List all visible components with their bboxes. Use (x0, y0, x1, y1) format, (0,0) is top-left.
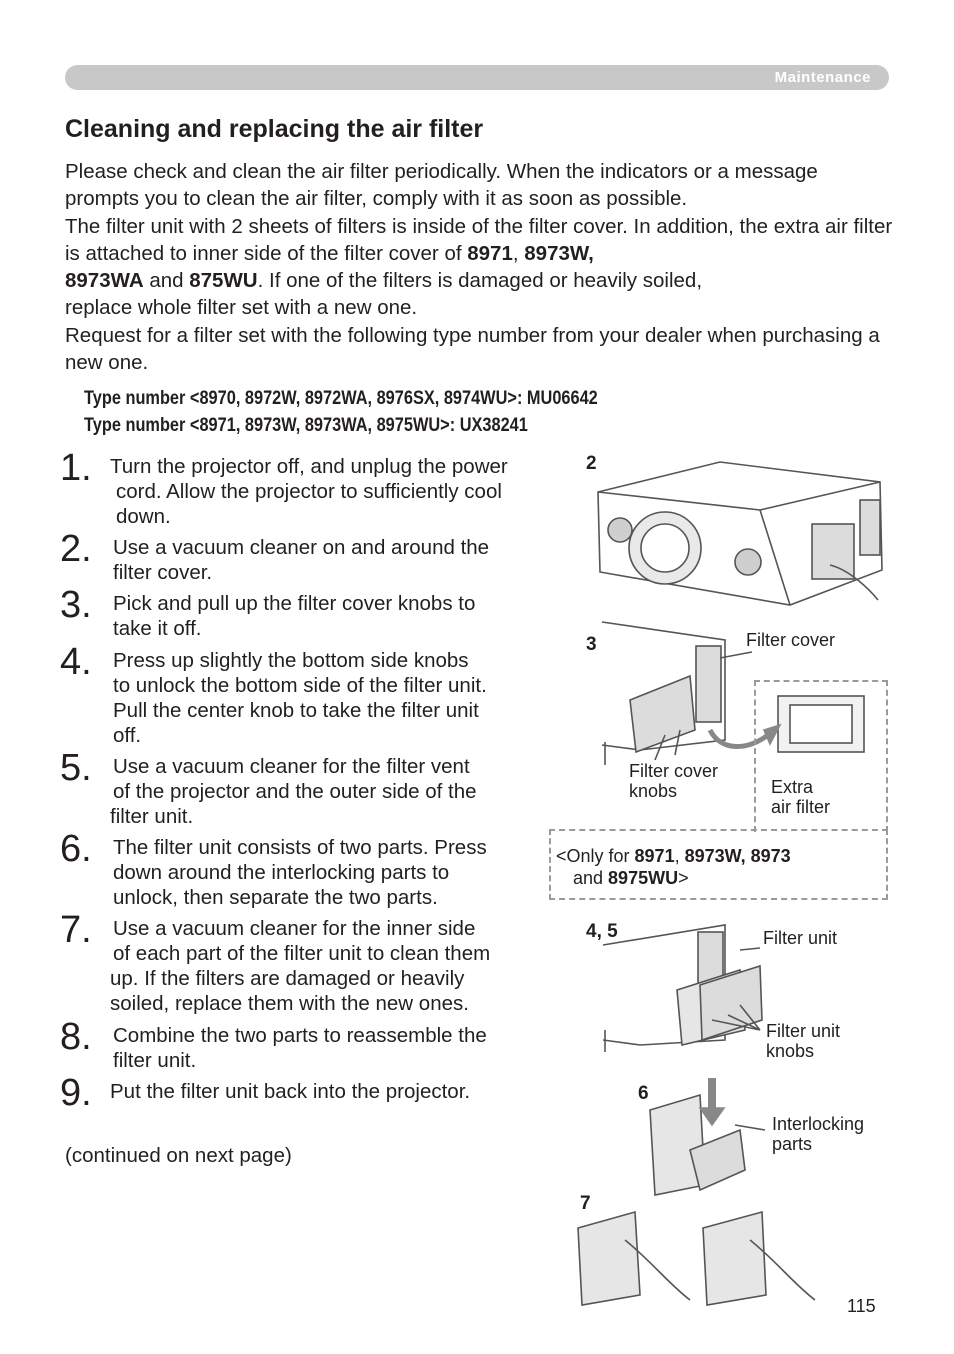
only-models-note: <Only for 8971, 8973W, 8973 and 8975WU> (556, 846, 791, 888)
filter-cover-illustration (811, 523, 855, 580)
figure-step-45-label: 4, 5 (586, 921, 618, 942)
filter-part-right-illustration (702, 1210, 767, 1306)
model-875wu: 875WU (189, 269, 258, 293)
section-label: Maintenance (774, 69, 871, 86)
continued-note: (continued on next page) (65, 1144, 292, 1167)
filter-unit-label: Filter unit (763, 928, 838, 948)
intro-paragraph-1: Please check and clean the air filter pe… (65, 160, 818, 211)
type-numbers: Type number <8970, 8972W, 8972WA, 8976SX… (84, 385, 598, 439)
figure-step-6-label: 6 (638, 1083, 649, 1104)
model-8971: 8971 (467, 241, 513, 265)
model-8973wa: 8973WA (65, 269, 144, 293)
model-8973w: 8973W, (524, 241, 594, 265)
type-number-line: Type number <8970, 8972W, 8972WA, 8976SX… (84, 388, 598, 409)
intro-text: Please check and clean the air filter pe… (65, 158, 895, 376)
filter-cover-knobs-label: Filter cover knobs (629, 761, 719, 801)
step-number: 1. (60, 447, 92, 489)
step-number: 8. (60, 1016, 92, 1058)
step-number: 9. (60, 1072, 92, 1114)
filter-part-left-illustration (577, 1210, 641, 1306)
intro-paragraph-2: The filter unit with 2 sheets of filters… (65, 214, 893, 320)
page-title: Cleaning and replacing the air filter (65, 115, 484, 143)
filter-cover-label: Filter cover (746, 630, 836, 650)
only-models-dashed-frame (549, 829, 888, 900)
step-number: 4. (60, 641, 92, 683)
section-header-bar: Maintenance (65, 65, 889, 90)
interlocking-parts-label: Interlocking parts (772, 1114, 865, 1154)
type-number-line: Type number <8971, 8973W, 8973WA, 8975WU… (84, 415, 528, 436)
extra-filter-dashed-frame (754, 680, 888, 832)
step-number: 5. (60, 747, 92, 789)
intro-paragraph-3: Request for a filter set with the follow… (65, 323, 880, 375)
arrow-icon (707, 728, 770, 749)
filter-unit-knobs-label: Filter unit knobs (766, 1021, 841, 1061)
extra-air-filter-label: Extra air filter (771, 777, 831, 817)
figure-step-7-label: 7 (580, 1193, 591, 1214)
step-number: 7. (60, 909, 92, 951)
figure-step-3-label: 3 (586, 634, 597, 655)
step-number: 3. (60, 584, 92, 626)
step-number: 6. (60, 828, 92, 870)
page-number: 115 (847, 1296, 876, 1316)
step-number: 2. (60, 528, 92, 570)
figure-step-2-label: 2 (586, 453, 597, 474)
